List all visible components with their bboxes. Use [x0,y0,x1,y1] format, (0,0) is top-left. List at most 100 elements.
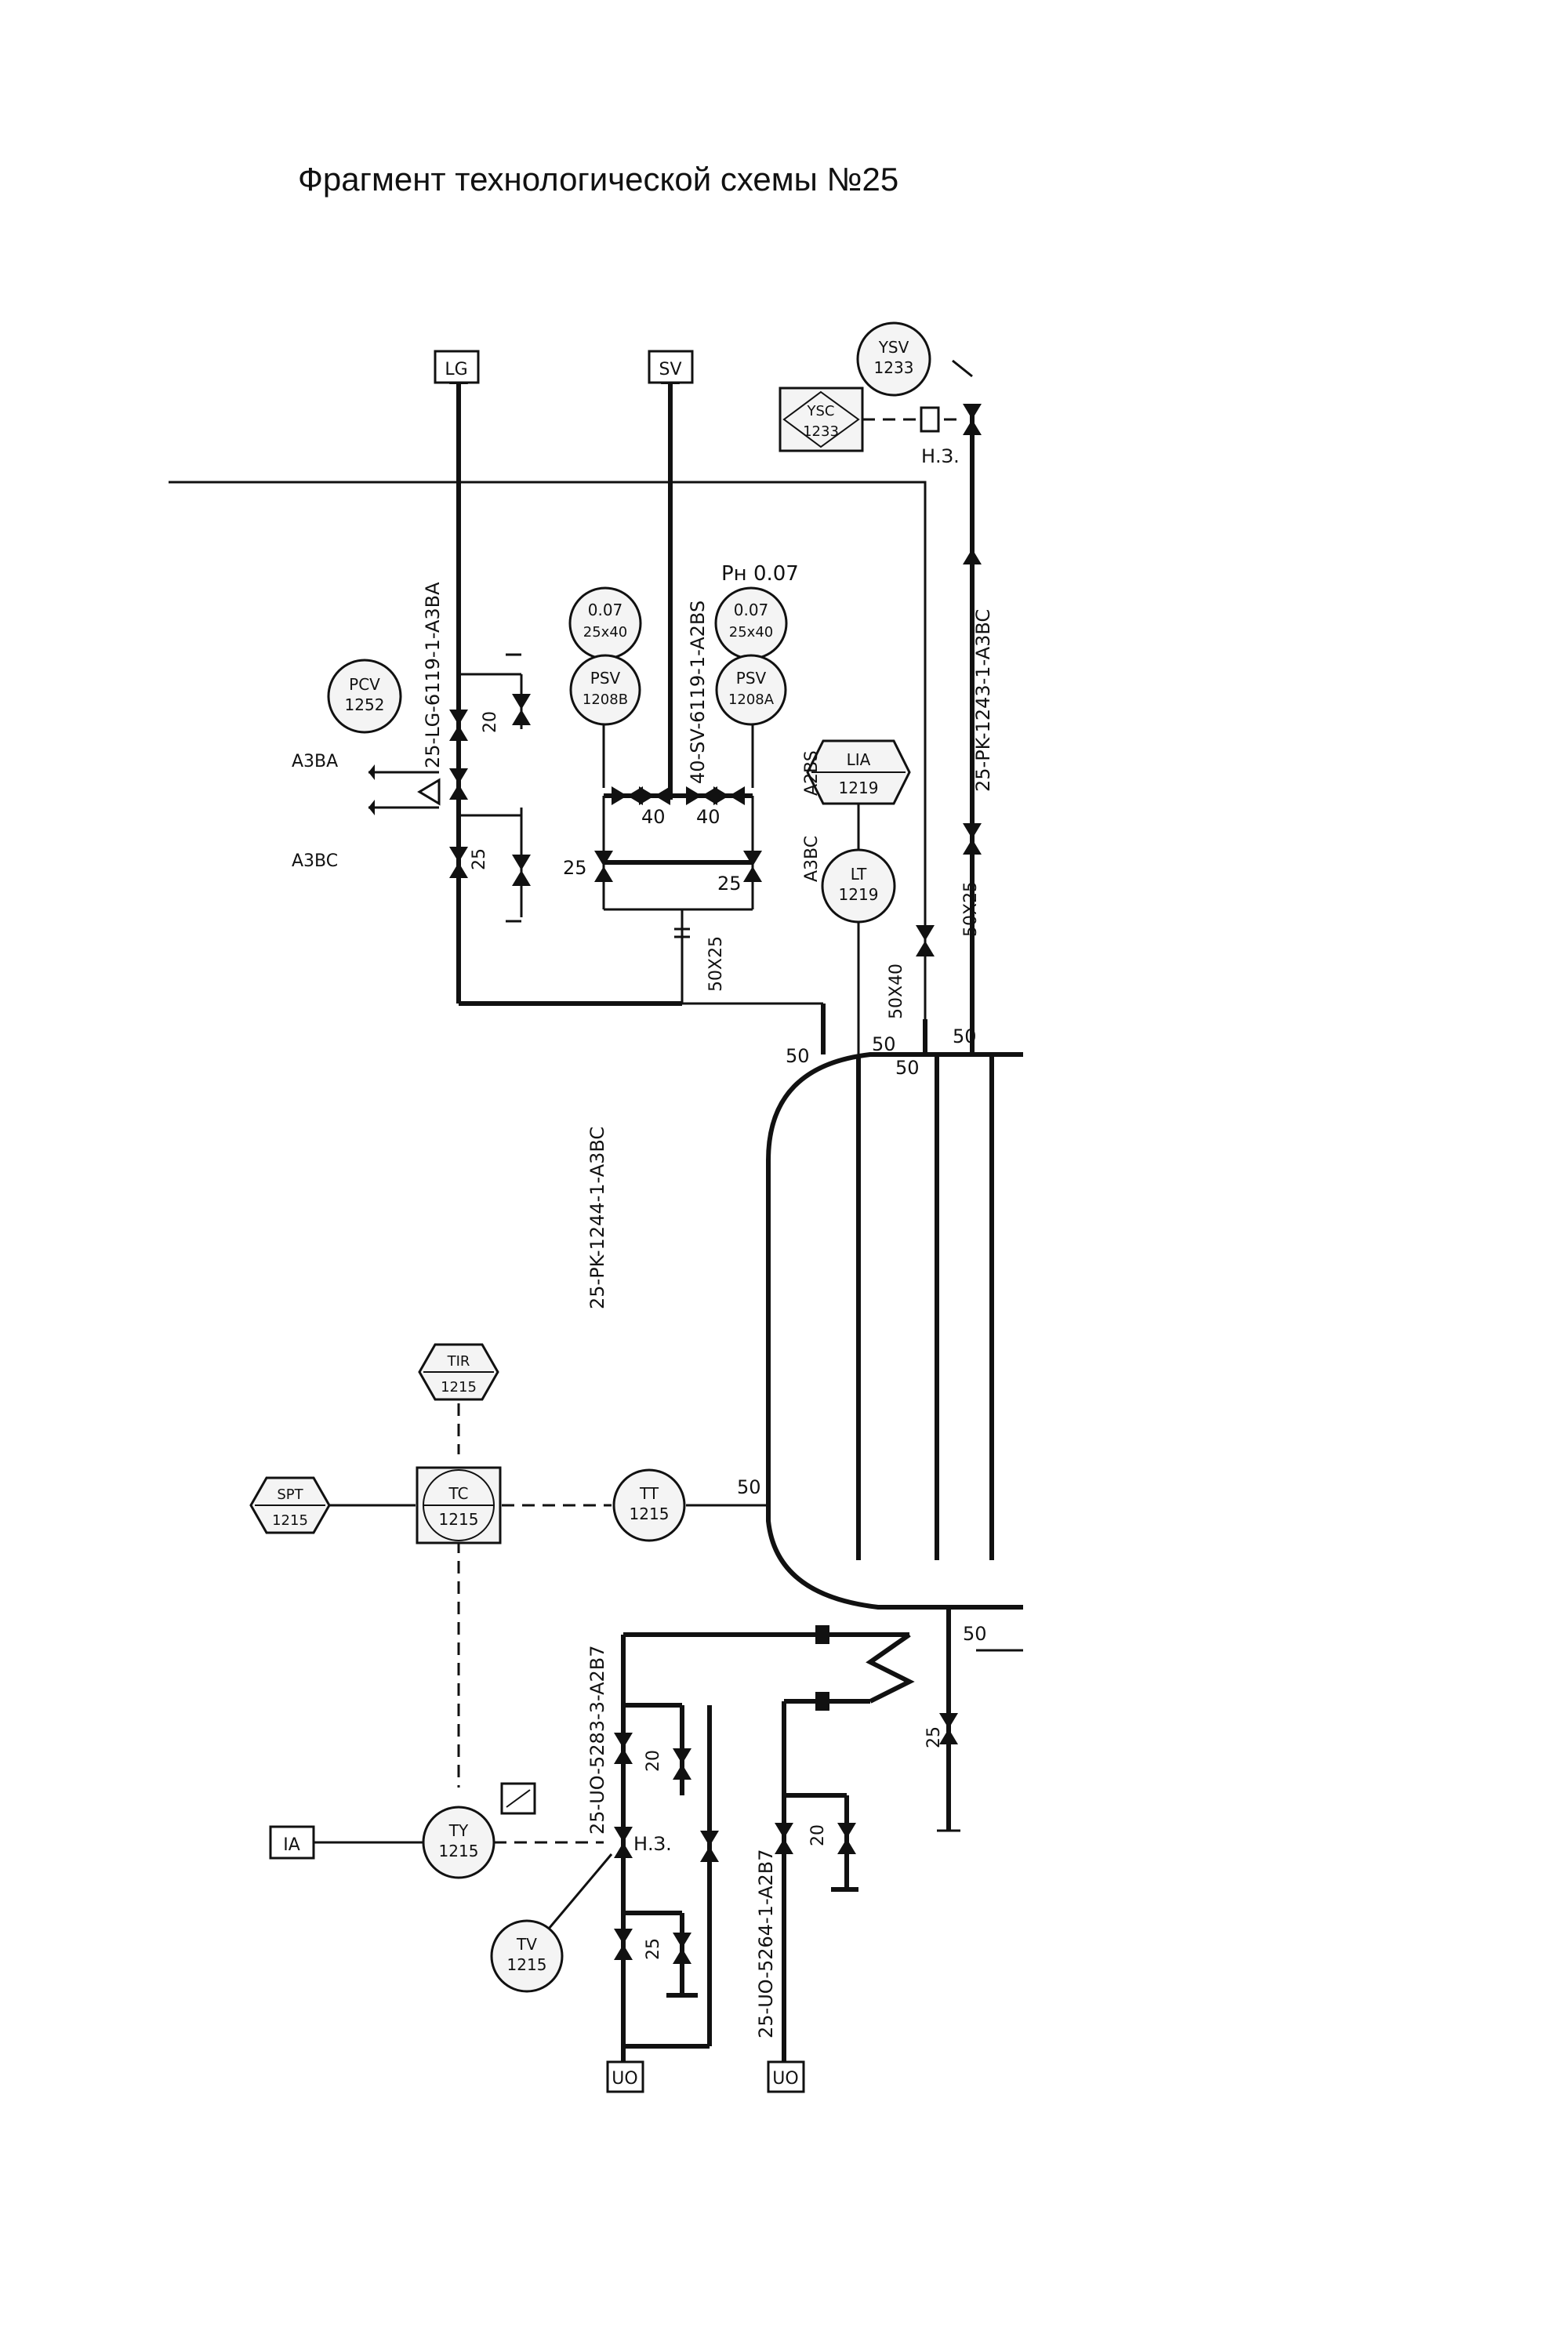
svg-text:1215: 1215 [272,1512,308,1529]
valve-uo5283-bypass-1[interactable] [673,1748,691,1780]
valve-sv-left[interactable] [594,851,613,882]
valve-uo5264[interactable] [775,1823,793,1854]
size-50-tt: 50 [737,1476,761,1498]
label-a3bc-right: A3BC [802,836,822,882]
size-50-nozzle-4: 50 [953,1025,977,1047]
tv-valve[interactable] [614,1827,633,1858]
instrument-tt-1215[interactable]: TT 1215 [612,1468,686,1542]
label-a3bc-left: A3BC [292,851,338,871]
size-50x40: 50X40 [887,964,906,1019]
label-a2bs: A2BS [802,750,822,796]
svg-text:1215: 1215 [507,1955,547,1974]
psv-valve-b-right[interactable] [639,786,670,805]
label-nz-tv: Н.З. [633,1833,672,1855]
svg-text:LT: LT [851,865,867,884]
svg-text:PCV: PCV [349,675,380,694]
svg-text:1208A: 1208A [728,691,775,708]
svg-text:TV: TV [516,1935,537,1954]
size-25-psv-left: 25 [563,857,587,879]
terminal-uo-1: UO [606,2060,644,2093]
ysv-valve[interactable] [963,404,982,435]
drain-line [937,1607,1023,1832]
svg-text:UO: UO [772,2069,798,2089]
terminal-sv: SV [648,350,694,384]
valve-lg-bypass-1[interactable] [512,694,531,725]
svg-text:1219: 1219 [839,885,879,904]
psv-valve-a-left[interactable] [686,786,717,805]
svg-text:YSC: YSC [807,403,835,419]
psv-valve-a-right[interactable] [713,786,745,805]
valve-lg-bypass-2[interactable] [512,855,531,886]
svg-text:LIA: LIA [847,750,871,769]
label-ph: Pн 0.07 [721,562,799,586]
size-40-left: 40 [641,806,666,828]
valve-uo5283-bypass[interactable] [700,1831,719,1862]
svg-text:SV: SV [659,360,681,379]
valve-lg-1[interactable] [449,710,468,741]
valve-pk1243[interactable] [963,823,982,855]
size-40-right: 40 [696,806,720,828]
label-sv-line: 40-SV-6119-1-A2BS [687,601,709,784]
svg-text:1219: 1219 [839,779,879,797]
svg-text:SPT: SPT [277,1486,303,1503]
valve-lg-2[interactable] [449,847,468,878]
pcv-valve[interactable] [449,768,468,800]
svg-text:UO: UO [612,2069,637,2089]
terminal-uo-2: UO [767,2060,805,2093]
svg-text:1215: 1215 [439,1510,479,1529]
terminal-ia: IA [269,1825,315,1860]
instrument-pcv-1252[interactable]: PCV 1252 [327,659,402,734]
valve-uo5283-1[interactable] [614,1733,633,1764]
instrument-tv-1215[interactable]: TV 1215 [490,1853,613,1993]
svg-text:1252: 1252 [345,695,385,714]
size-25-psv-right: 25 [717,873,742,895]
size-25-drain: 25 [924,1726,944,1748]
svg-text:YSV: YSV [878,338,909,357]
size-50x25-right: 50X25 [961,881,981,937]
instrument-ysv-1233[interactable]: YSV 1233 [856,321,931,397]
label-pk1243: 25-PK-1243-1-A3BC [972,609,994,792]
psv-valve-b-left[interactable] [612,786,643,805]
instrument-lia-1219[interactable]: LIA 1219 [806,739,911,805]
label-a3ba: A3BA [292,752,338,771]
vessel [766,1052,1023,1610]
valve-50x40[interactable] [916,925,935,956]
svg-text:TT: TT [639,1484,659,1503]
size-50-nozzle-1: 50 [786,1045,810,1067]
size-50-drain: 50 [963,1623,987,1645]
size-20-uo5264: 20 [808,1824,828,1846]
svg-text:0.07: 0.07 [734,601,769,619]
instrument-lt-1219[interactable]: LT 1219 [821,848,896,924]
valve-uo5283-2[interactable] [614,1929,633,1960]
instrument-psv-1208a[interactable]: PSV 1208A [715,654,787,726]
size-25-uo5283: 25 [644,1938,663,1960]
psv-1208b-setting: 0.07 25x40 [568,586,642,660]
size-50-nozzle-2: 50 [872,1033,896,1055]
svg-text:1208B: 1208B [583,691,628,708]
lg-line [368,368,682,1006]
svg-text:LG: LG [445,360,467,379]
valve-uo5264-bypass[interactable] [837,1823,856,1854]
label-uo5283: 25-UO-5283-3-A2B7 [586,1645,608,1835]
psv-1208a-setting: 0.07 25x40 [714,586,788,660]
size-20-uo5283: 20 [644,1750,663,1772]
instrument-ysc-1233[interactable]: YSC 1233 [779,387,864,452]
svg-text:TY: TY [448,1821,469,1840]
svg-text:1215: 1215 [439,1842,479,1860]
instrument-spt-1215[interactable]: SPT 1215 [249,1476,331,1534]
instrument-ty-1215[interactable]: TY 1215 [422,1782,536,1879]
valve-sv-right[interactable] [743,851,762,882]
valve-uo5283-bypass-2[interactable] [673,1933,691,1964]
size-50-nozzle-3: 50 [895,1057,920,1079]
svg-text:1215: 1215 [630,1504,670,1523]
instrument-psv-1208b[interactable]: PSV 1208B [569,654,641,726]
svg-text:25x40: 25x40 [583,624,627,641]
instrument-tir-1215[interactable]: TIR 1215 [418,1343,499,1401]
diagram-title: Фрагмент технологической схемы №25 [298,161,899,198]
svg-text:PSV: PSV [736,669,767,688]
svg-text:TIR: TIR [447,1353,470,1370]
instrument-tc-1215[interactable]: TC 1215 [416,1466,502,1544]
svg-text:1233: 1233 [803,423,839,440]
label-lg-line: 25-LG-6119-1-A3BA [422,582,444,768]
